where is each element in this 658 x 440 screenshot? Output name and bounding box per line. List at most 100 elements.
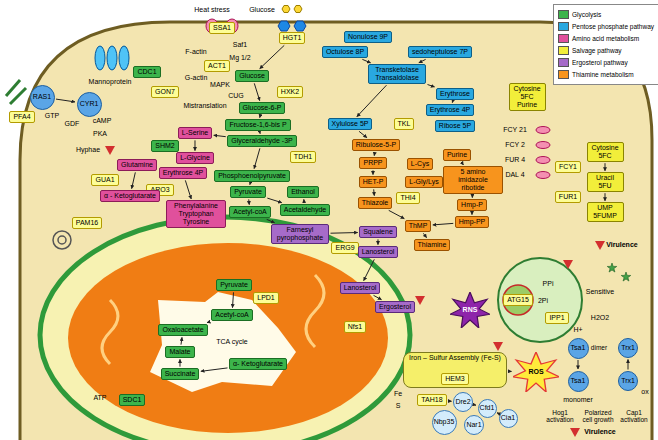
enzyme-box: GON7 bbox=[151, 86, 179, 98]
legend-swatch bbox=[558, 58, 569, 67]
glycolysis-box: α- Ketoglutarate bbox=[229, 358, 287, 370]
thiamine-box: L-Cys bbox=[407, 158, 433, 170]
transporter-symbol bbox=[294, 21, 306, 31]
annotation-label: Cap1 activation bbox=[619, 409, 649, 423]
amino-acid-box: α - Ketoglutarate bbox=[100, 190, 160, 202]
node-text: Tsa1 bbox=[571, 377, 586, 385]
node-text: Nbp35 bbox=[434, 418, 455, 426]
node-text: Acetyl-coA bbox=[233, 208, 266, 216]
node-text: Cytosine 5FC bbox=[591, 144, 620, 159]
node-text: Nonulose 9P bbox=[348, 33, 388, 41]
pathway-arrow bbox=[428, 85, 435, 87]
node-text: Ribulose-5-P bbox=[356, 141, 396, 149]
pathway-arrow bbox=[303, 199, 304, 202]
node-text: Erythrose 4P bbox=[430, 106, 470, 114]
protein-circle: Nar1 bbox=[464, 415, 484, 435]
vacuole bbox=[498, 258, 582, 342]
legend-text: Ergosterol pathway bbox=[572, 59, 628, 66]
annotation-label: Hyphae bbox=[76, 146, 100, 154]
annotation-label: FUR 4 bbox=[505, 156, 525, 164]
node-text: RNS bbox=[463, 306, 478, 314]
node-text: Acetyl-coA bbox=[215, 311, 248, 319]
pathway-arrow bbox=[364, 259, 375, 280]
enzyme-box: SSA1 bbox=[209, 22, 235, 34]
amino-acid-box: Erythrose 4P bbox=[159, 167, 207, 179]
channel-symbol bbox=[536, 157, 550, 164]
pathway-arrow bbox=[357, 85, 387, 116]
node-text: Acetaldehyde bbox=[284, 206, 326, 214]
amino-acid-box: L-Glycine bbox=[176, 152, 214, 164]
enzyme-box: GUA1 bbox=[91, 174, 118, 186]
node-text: L-Serine bbox=[182, 129, 208, 137]
node-text: Hmp-P bbox=[461, 201, 483, 209]
enzyme-box: HEM3 bbox=[441, 373, 468, 385]
node-text: Glutamine bbox=[121, 161, 153, 169]
node-text: sedoheptulose 7P bbox=[412, 48, 468, 56]
legend-row: Salvage pathway bbox=[558, 46, 654, 55]
legend-row: Pentose phosphate pathway bbox=[558, 22, 654, 31]
thiamine-box: Ribulose-5-P bbox=[352, 139, 400, 151]
node-text: FCY1 bbox=[559, 163, 577, 171]
pathway-arrow bbox=[201, 368, 228, 371]
node-text: TKL bbox=[398, 120, 411, 128]
node-text: Dre2 bbox=[455, 398, 470, 406]
complex-box: Iron – Sulfur Assembly (Fe-S)HEM3 bbox=[403, 352, 507, 388]
annotation-label: cAMP bbox=[93, 117, 112, 125]
import-complex bbox=[53, 231, 71, 249]
node-text: IPP1 bbox=[549, 314, 564, 322]
enzyme-box: IPP1 bbox=[545, 312, 568, 324]
node-text: RAS1 bbox=[33, 93, 51, 101]
node-text: L-Glycine bbox=[180, 154, 210, 162]
thiamine-box: Hmp-P bbox=[457, 199, 487, 211]
glycolysis-box: Acetyl-coA bbox=[211, 309, 252, 321]
pathway-arrow bbox=[260, 45, 285, 68]
annotation-label: Polarized cell growth bbox=[581, 409, 615, 423]
thiamine-box: Hmp-PP bbox=[455, 216, 489, 228]
annotation-label: ox bbox=[641, 388, 648, 396]
node-text: Pyruvate bbox=[234, 188, 262, 196]
node-text: Succinate bbox=[165, 370, 196, 378]
legend-text: Salvage pathway bbox=[572, 47, 622, 54]
legend-swatch bbox=[558, 22, 569, 31]
node-text: Phosphoenolpyruvate bbox=[218, 172, 286, 180]
membrane-anchor bbox=[10, 88, 26, 104]
annotation-label: monomer bbox=[563, 396, 593, 404]
protein-circle: Dre2 bbox=[453, 392, 473, 412]
node-text: SDC1 bbox=[123, 396, 142, 404]
radical-star: ROS bbox=[513, 352, 559, 392]
sensitivity-star bbox=[607, 263, 617, 272]
node-text: Ribose 5P bbox=[439, 122, 471, 130]
mitochondrion-outer bbox=[40, 217, 410, 440]
annotation-label: Mannoprotein bbox=[89, 78, 132, 86]
node-text: FUR1 bbox=[559, 193, 577, 201]
node-text: Oxaloacetate bbox=[162, 326, 203, 334]
node-text: Ethanol bbox=[291, 188, 315, 196]
node-text: GUA1 bbox=[95, 176, 114, 184]
node-text: HGT1 bbox=[283, 34, 302, 42]
node-text: Erythrose 4P bbox=[163, 169, 203, 177]
annotation-label: ATP bbox=[93, 394, 106, 402]
node-text: HXK2 bbox=[281, 88, 299, 96]
pentose-phosphate-box: sedoheptulose 7P bbox=[408, 46, 472, 58]
enzyme-box: TKL bbox=[394, 118, 415, 130]
pathway-arrow bbox=[179, 359, 180, 366]
pentose-phosphate-box: Transketolase Transaldolase bbox=[368, 64, 426, 83]
enzyme-box: PAM16 bbox=[72, 217, 102, 229]
node-text: L-Gly/Lys bbox=[409, 178, 438, 186]
node-text: Trx1 bbox=[621, 377, 635, 385]
ergosterol-box: Lanosterol bbox=[340, 282, 381, 294]
node-text: Octulose 8P bbox=[326, 48, 364, 56]
legend-text: Glycolysis bbox=[572, 11, 601, 18]
annotation-label: GTP bbox=[45, 112, 59, 120]
glycolysis-box: Acetyl-coA bbox=[229, 206, 270, 218]
node-text: HET-P bbox=[363, 178, 384, 186]
annotation-label: Mg 1/2 bbox=[229, 54, 250, 62]
protein-circle: Trx1 bbox=[618, 338, 638, 358]
glycolysis-box: Phosphoenolpyruvate bbox=[214, 170, 290, 182]
annotation-label: MAPK bbox=[210, 81, 230, 89]
pathway-arrow bbox=[194, 140, 195, 150]
pathway-arrow bbox=[475, 404, 477, 405]
annotation-label: 2Pi bbox=[538, 297, 548, 305]
node-text: Tsa1 bbox=[571, 344, 586, 352]
node-text: ThMP bbox=[409, 222, 428, 230]
